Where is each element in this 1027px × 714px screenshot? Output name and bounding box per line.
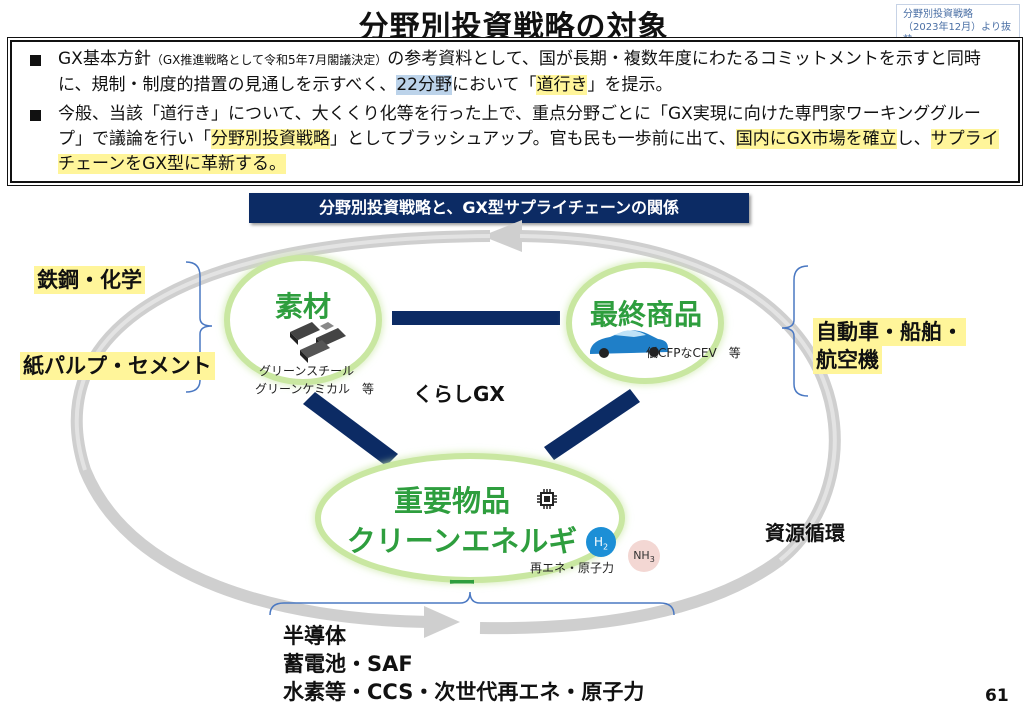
connector-final-keygoods	[544, 389, 640, 460]
source-note-line1: 分野別投資戦略	[903, 9, 973, 20]
sector-paper-cement: 紙パルプ・セメント	[20, 352, 215, 380]
ammonia-badge: NH3	[628, 540, 660, 572]
source-note: 分野別投資戦略 （2023年12月）より抜粋	[896, 4, 1020, 46]
materials-sub-2: グリーンケミカル 等	[255, 382, 375, 396]
hydrogen-badge: H2	[586, 527, 616, 557]
chip-icon	[537, 489, 557, 509]
bottom-sector-list: 半導体 蓄電池・SAF 水素等・CCS・次世代再エネ・原子力	[283, 622, 644, 706]
ammonia-badge-subscript: 3	[649, 555, 655, 565]
page-title: 分野別投資戦略の対象	[358, 10, 669, 45]
ammonia-badge-symbol: NH	[633, 549, 650, 562]
left-bracket	[185, 261, 213, 393]
steel-plates-icon	[290, 322, 346, 363]
summary-box: GX基本方針（GX推進戦略として令和5年7月閣議決定）の参考資料として、国が長期…	[10, 40, 1020, 183]
sector-steel-chemical: 鉄鋼・化学	[34, 266, 145, 294]
right-bracket	[781, 265, 809, 397]
b2-t1: 今般、当該「道行き」について、大くくり化等を行った上で、重点分野ごとに「GX実現…	[58, 104, 981, 149]
b2-t5: し、	[896, 129, 931, 149]
materials-title: 素材	[274, 290, 331, 323]
sector-auto-ship: 自動車・船舶・	[813, 318, 966, 346]
b1-t2: （GX推進戦略として令和5年7月閣議決定）	[150, 53, 388, 67]
key-goods-title-2: クリーンエネルギー	[346, 524, 578, 600]
b1-t1: GX基本方針	[58, 49, 151, 69]
b2-t4: 国内にGX市場を確立	[735, 129, 897, 149]
resource-circulation-label: 資源循環	[765, 521, 845, 545]
summary-bullet-1: GX基本方針（GX推進戦略として令和5年7月閣議決定）の参考資料として、国が長期…	[30, 47, 1004, 98]
b2-t3: 」としてブラッシュアップ。官も民も一歩前に出て、	[330, 129, 736, 149]
b1-t5: において「	[451, 75, 537, 95]
kurashi-gx-label: くらしGX	[413, 382, 505, 406]
summary-bullet-2: 今般、当該「道行き」について、大くくり化等を行った上で、重点分野ごとに「GX実現…	[30, 102, 1004, 177]
key-goods-node	[315, 453, 625, 583]
b1-t7: 」を提示。	[587, 75, 673, 95]
sector-hydrogen-ccs: 水素等・CCS・次世代再エネ・原子力	[283, 680, 645, 704]
final-products-title: 最終商品	[589, 298, 702, 331]
b1-t6: 道行き	[536, 75, 588, 95]
key-goods-title-1: 重要物品	[393, 484, 510, 518]
sector-aircraft: 航空機	[813, 346, 882, 374]
connector-materials-keygoods	[303, 392, 398, 466]
bottom-bracket	[269, 591, 675, 616]
connector-materials-final	[392, 311, 560, 325]
b1-t3: の参考資料として、国が長期・複数年度にわたるコミットメントを示すと同時に、規制・…	[58, 49, 981, 95]
hydrogen-badge-subscript: 2	[602, 542, 609, 552]
materials-sub-1: グリーンスチール	[259, 364, 355, 378]
sector-battery-saf: 蓄電池・SAF	[283, 652, 413, 676]
page-number: 61	[985, 686, 1009, 706]
b1-t4: 22分野	[396, 75, 452, 95]
diagram-banner: 分野別投資戦略と、GX型サプライチェーンの関係	[249, 193, 749, 223]
hydrogen-badge-symbol: H	[593, 535, 603, 549]
sector-semiconductor: 半導体	[283, 624, 346, 648]
b2-t2: 分野別投資戦略	[211, 129, 330, 149]
final-products-sub: 低CFPなCEV 等	[646, 346, 741, 360]
materials-node	[224, 255, 382, 385]
key-goods-sub: 再エネ・原子力	[530, 561, 615, 575]
car-icon	[590, 330, 668, 358]
